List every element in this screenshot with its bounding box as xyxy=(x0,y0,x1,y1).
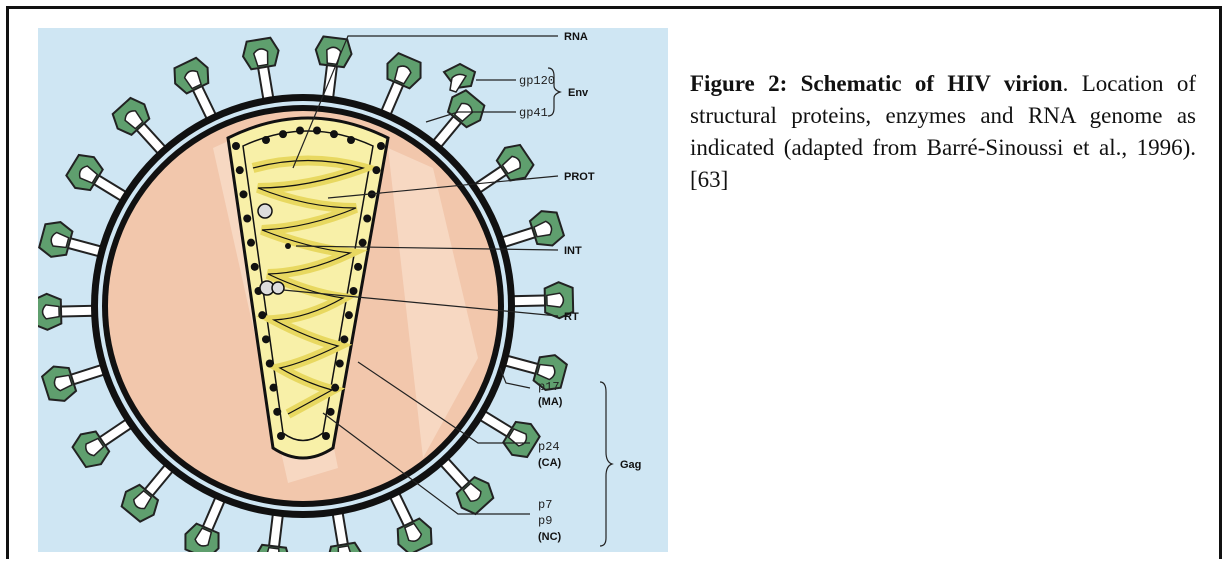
nucleocapsid-dot xyxy=(258,311,266,319)
nucleocapsid-dot xyxy=(313,126,321,134)
nucleocapsid-dot xyxy=(347,136,355,144)
nucleocapsid-dot xyxy=(262,335,270,343)
nucleocapsid-dot xyxy=(243,215,251,223)
nucleocapsid-dot xyxy=(296,126,304,134)
label-prot: PROT xyxy=(564,171,595,183)
nucleocapsid-dot xyxy=(327,408,335,416)
nucleocapsid-dot xyxy=(359,239,367,247)
nucleocapsid-dot xyxy=(277,432,285,440)
label-p24: p24 xyxy=(538,440,560,454)
nucleocapsid-dot xyxy=(273,408,281,416)
nucleocapsid-dot xyxy=(322,432,330,440)
nucleocapsid-dot xyxy=(262,136,270,144)
nucleocapsid-dot xyxy=(251,263,259,271)
nucleocapsid-dot xyxy=(336,360,344,368)
nucleocapsid-dot xyxy=(232,142,240,150)
nucleocapsid-dot xyxy=(372,166,380,174)
caption-title-end: . xyxy=(1063,71,1069,96)
label-rt: RT xyxy=(564,311,579,323)
envelope-spike xyxy=(310,36,353,102)
gag-brace xyxy=(600,382,612,546)
label-int: INT xyxy=(564,245,582,257)
label-env: Env xyxy=(568,87,589,99)
nucleocapsid-dot xyxy=(266,360,274,368)
nucleocapsid-dot xyxy=(330,130,338,138)
label-p7: p7 xyxy=(538,498,552,512)
nucleocapsid-dot xyxy=(331,384,339,392)
nucleocapsid-dot xyxy=(377,142,385,150)
hiv-virion-diagram: RNA gp120 gp41 Env PROT INT RT p17 (MA) … xyxy=(38,28,668,552)
nucleocapsid-dot xyxy=(345,311,353,319)
protease-enzyme xyxy=(258,204,272,218)
label-gp41: gp41 xyxy=(519,106,548,120)
nucleocapsid-dot xyxy=(240,190,248,198)
virion-svg: RNA gp120 gp41 Env PROT INT RT p17 (MA) … xyxy=(38,28,668,552)
label-ma: (MA) xyxy=(538,396,563,408)
nucleocapsid-dot xyxy=(270,384,278,392)
caption-title: Figure 2: Schematic of HIV virion xyxy=(690,71,1063,96)
label-gp120: gp120 xyxy=(519,74,555,88)
nucleocapsid-dot xyxy=(279,130,287,138)
envelope-spike xyxy=(38,293,95,330)
label-rna: RNA xyxy=(564,31,588,43)
label-p17: p17 xyxy=(538,380,560,394)
nucleocapsid-dot xyxy=(247,239,255,247)
envelope-spike xyxy=(241,37,287,104)
label-p9: p9 xyxy=(538,514,552,528)
reverse-transcriptase-2 xyxy=(272,282,284,294)
label-gag: Gag xyxy=(620,459,641,471)
label-nc: (NC) xyxy=(538,531,562,543)
nucleocapsid-dot xyxy=(363,215,371,223)
figure-caption: Figure 2: Schematic of HIV virion. Locat… xyxy=(690,68,1196,196)
label-ca: (CA) xyxy=(538,457,562,469)
nucleocapsid-dot xyxy=(340,335,348,343)
integrase xyxy=(285,243,291,249)
nucleocapsid-dot xyxy=(350,287,358,295)
nucleocapsid-dot xyxy=(354,263,362,271)
nucleocapsid-dot xyxy=(236,166,244,174)
